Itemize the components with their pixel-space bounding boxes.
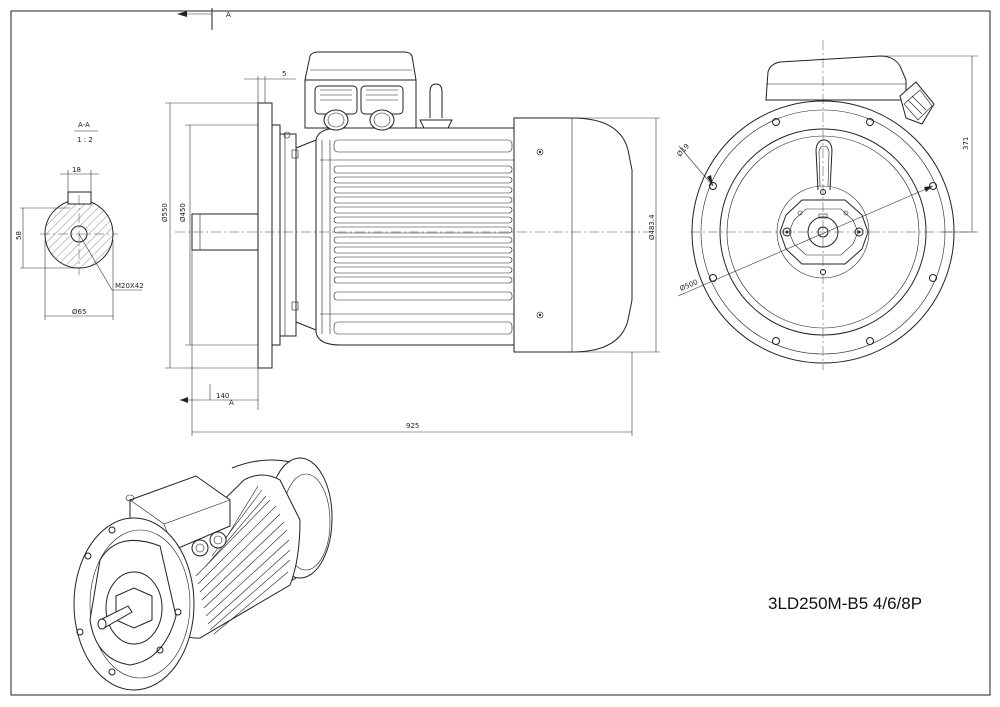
dim-top-height: 371 [962,137,970,150]
section-scale: 1 : 2 [77,136,93,144]
section-title: A-A [78,121,90,129]
dim-body-diameter: Ø483.4 [648,214,656,240]
drawing-border [10,10,991,696]
section-marker-label: A [226,11,231,19]
dim-pitch-circle-diameter: Ø500 [679,278,700,293]
model-designation: 3LD250M-B5 4/6/8P [768,594,922,613]
terminal-box [304,51,453,131]
motor-isometric-view [73,457,333,691]
dim-hole-diameter: Ø19 [676,142,692,158]
dim-shaft-length: 140 [216,392,229,400]
shaft-section-view: A-A 1 : 2 18 58 M20X42 Ø65 [15,121,144,320]
cooling-fins [320,139,514,335]
dim-thread: M20X42 [115,282,144,290]
dim-shaft-diameter: Ø65 [72,308,86,316]
motor-front-view [690,40,975,370]
motor-side-view [175,51,650,369]
dim-spigot-diameter: Ø450 [179,203,187,222]
dim-flange-thickness: 5 [282,70,286,78]
dim-overall-length: 925 [406,422,419,430]
section-arrow-top: A [177,8,231,30]
dim-flange-diameter: Ø550 [161,203,169,222]
dim-shaft-height: 58 [15,231,23,240]
section-marker-bottom: A [229,399,234,407]
dim-key-width: 18 [72,166,81,174]
side-view-dimensions: 5 Ø550 Ø450 140 A 925 Ø483.4 [161,70,660,436]
